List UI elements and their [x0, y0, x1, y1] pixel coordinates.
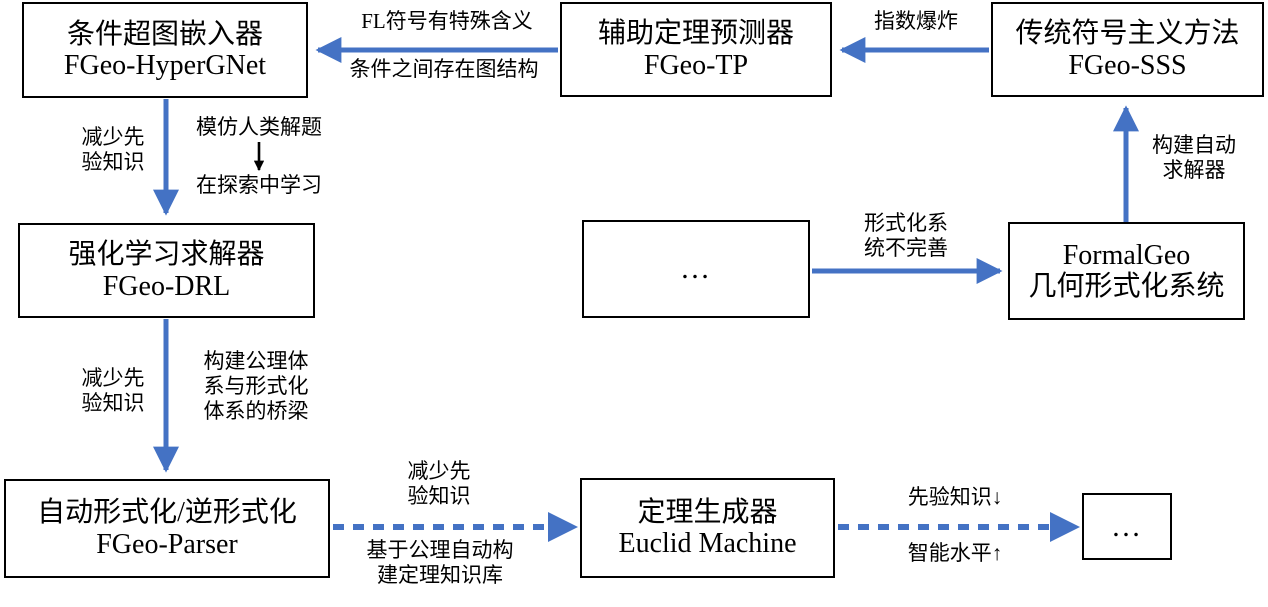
edge-label-axiom-auto-build-kb-line2: 建定理知识库 — [377, 562, 503, 587]
edge-label-formal-system-incomplete: 形式化系 统不完善 — [846, 211, 966, 261]
node-euclid-machine[interactable]: 定理生成器 Euclid Machine — [580, 478, 835, 578]
edge-label-fl-symbol-meaning: FL符号有特殊含义 — [338, 9, 556, 34]
edge-label-intelligence-level-up: 智能水平↑ — [890, 541, 1020, 566]
edge-label-bridge-axiom-formal-line1: 构建公理体 — [203, 349, 309, 373]
edge-label-bridge-axiom-formal-line3: 体系的桥梁 — [203, 398, 309, 423]
edge-label-build-auto-solver: 构建自动 求解器 — [1138, 133, 1250, 183]
node-fgeo-hypergnet[interactable]: 条件超图嵌入器 FGeo-HyperGNet — [22, 2, 308, 98]
node-ellipsis-end-label: … — [1111, 509, 1143, 543]
node-fgeo-sss-line1: 传统符号主义方法 — [1015, 18, 1240, 50]
edge-label-reduce-prior-knowledge-mid: 减少先 验知识 — [68, 366, 158, 416]
edge-label-reduce-prior-knowledge-top-line1: 减少先 — [81, 125, 145, 149]
node-fgeo-tp[interactable]: 辅助定理预测器 FGeo-TP — [560, 2, 832, 97]
node-fgeo-hypergnet-line2: FGeo-HyperGNet — [63, 50, 267, 81]
node-euclid-machine-line2: Euclid Machine — [618, 528, 797, 559]
node-fgeo-parser-line2: FGeo-Parser — [96, 528, 238, 560]
node-ellipsis-middle-label: … — [680, 252, 712, 285]
edge-label-reduce-prior-knowledge-mid-line1: 减少先 — [81, 366, 145, 390]
node-fgeo-tp-line2: FGeo-TP — [643, 49, 749, 81]
node-ellipsis-middle[interactable]: … — [582, 220, 810, 318]
edge-label-prior-knowledge-down: 先验知识↓ — [890, 485, 1020, 510]
node-fgeo-drl[interactable]: 强化学习求解器 FGeo-DRL — [18, 223, 315, 318]
edge-label-reduce-prior-knowledge-mid-line2: 验知识 — [81, 390, 145, 415]
node-fgeo-drl-line2: FGeo-DRL — [102, 270, 231, 302]
edge-label-intelligence-level-up-text: 智能水平↑ — [907, 541, 1003, 565]
node-ellipsis-end[interactable]: … — [1082, 493, 1172, 560]
edge-label-imitate-human-solving-text: 模仿人类解题 — [196, 115, 322, 139]
edge-label-graph-structure-between-conditions: 条件之间存在图结构 — [328, 57, 560, 82]
node-fgeo-drl-line1: 强化学习求解器 — [68, 239, 265, 271]
edge-label-exponential-explosion-text: 指数爆炸 — [874, 9, 958, 33]
node-euclid-machine-line1: 定理生成器 — [637, 496, 778, 528]
edge-label-learn-in-exploration-text: 在探索中学习 — [196, 173, 322, 197]
edge-label-formal-system-incomplete-line1: 形式化系 — [864, 211, 948, 235]
edge-label-reduce-prior-knowledge-top: 减少先 验知识 — [68, 125, 158, 175]
node-formalgeo[interactable]: FormalGeo 几何形式化系统 — [1008, 222, 1245, 320]
edge-label-axiom-auto-build-kb-line1: 基于公理自动构 — [366, 538, 514, 562]
node-formalgeo-line2: 几何形式化系统 — [1028, 271, 1225, 302]
edge-label-axiom-auto-build-kb: 基于公理自动构 建定理知识库 — [348, 538, 532, 588]
edge-label-reduce-prior-knowledge-bottom: 减少先 验知识 — [393, 459, 485, 509]
node-fgeo-parser-line1: 自动形式化/逆形式化 — [37, 497, 297, 529]
node-fgeo-tp-line1: 辅助定理预测器 — [597, 18, 794, 50]
edge-label-reduce-prior-knowledge-bottom-line2: 验知识 — [407, 483, 471, 508]
edge-label-formal-system-incomplete-line2: 统不完善 — [864, 235, 948, 260]
edge-label-bridge-axiom-formal-line2: 系与形式化 — [203, 373, 309, 398]
node-fgeo-parser[interactable]: 自动形式化/逆形式化 FGeo-Parser — [4, 479, 330, 578]
edge-label-exponential-explosion: 指数爆炸 — [852, 9, 980, 34]
node-fgeo-sss[interactable]: 传统符号主义方法 FGeo-SSS — [991, 2, 1264, 97]
edge-label-build-auto-solver-line1: 构建自动 — [1152, 133, 1236, 157]
edge-label-build-auto-solver-line2: 求解器 — [1162, 157, 1226, 182]
node-formalgeo-line1: FormalGeo — [1062, 239, 1191, 271]
edge-label-learn-in-exploration: 在探索中学习 — [183, 173, 335, 198]
edge-label-prior-knowledge-down-text: 先验知识↓ — [907, 485, 1003, 509]
node-fgeo-sss-line2: FGeo-SSS — [1068, 49, 1187, 81]
edge-label-bridge-axiom-formal: 构建公理体 系与形式化 体系的桥梁 — [183, 349, 329, 423]
edge-label-fl-symbol-meaning-text: FL符号有特殊含义 — [361, 9, 533, 33]
edge-label-graph-structure-between-conditions-text: 条件之间存在图结构 — [349, 57, 539, 81]
edge-label-reduce-prior-knowledge-top-line2: 验知识 — [81, 149, 145, 174]
edge-label-reduce-prior-knowledge-bottom-line1: 减少先 — [407, 459, 471, 483]
edge-label-imitate-human-solving: 模仿人类解题 — [183, 115, 335, 140]
node-fgeo-hypergnet-line1: 条件超图嵌入器 — [66, 18, 263, 50]
